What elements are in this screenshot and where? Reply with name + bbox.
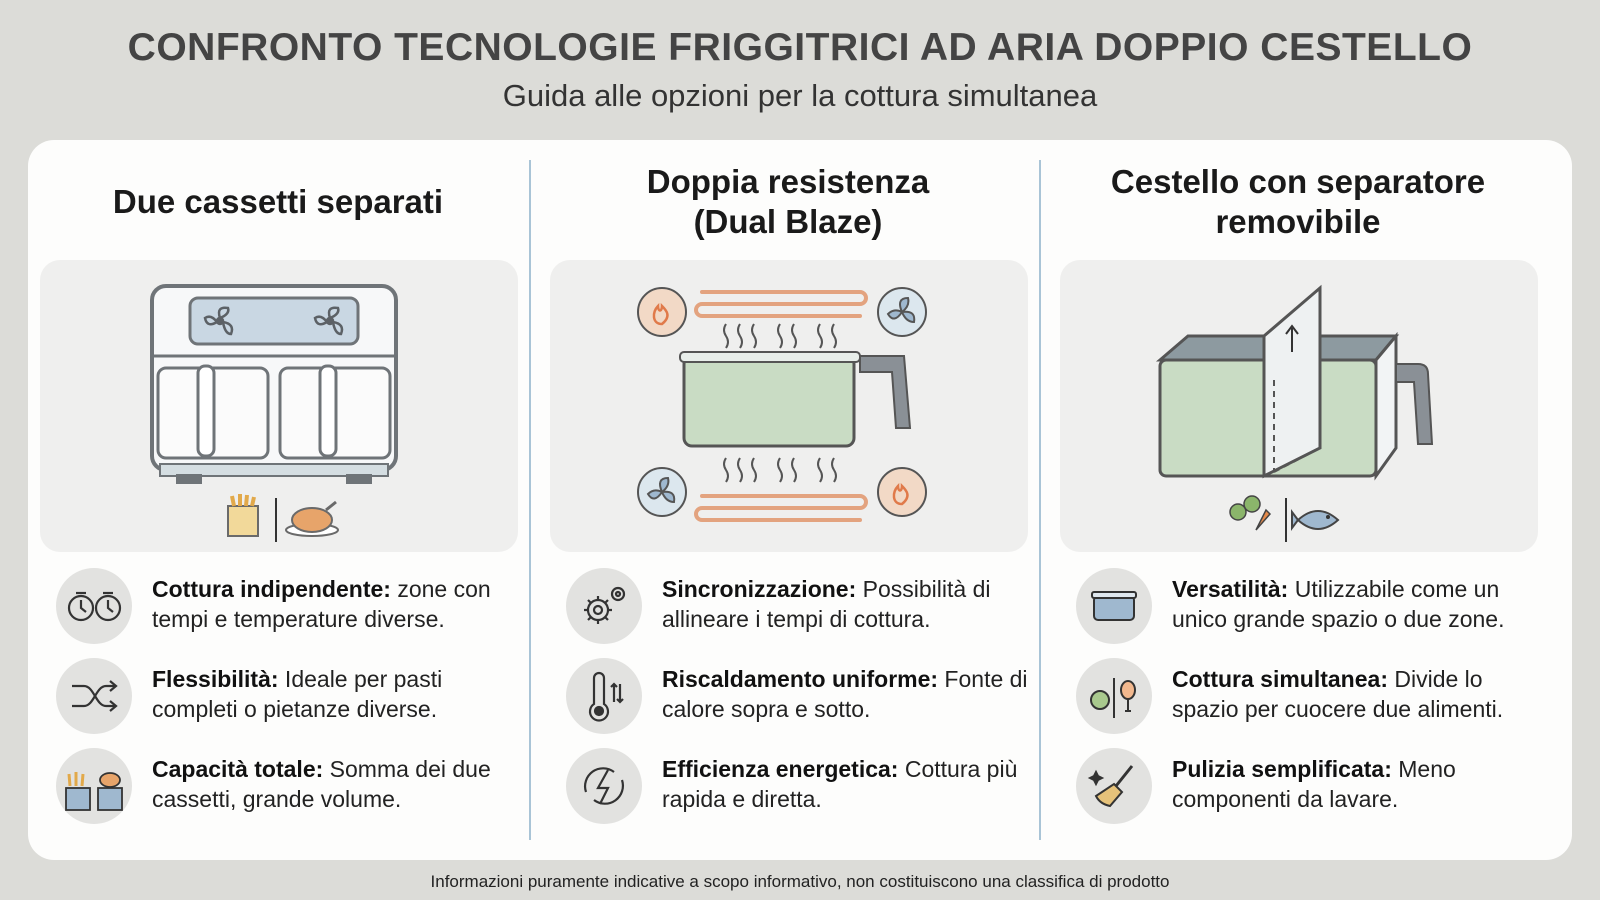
single-basket-icon (1076, 568, 1152, 644)
feature-item: Versatilità: Utilizzabile come un unico … (1076, 568, 1546, 646)
feature-title: Efficienza energetica: (662, 756, 899, 782)
feature-title: Cottura simultanea: (1172, 666, 1388, 692)
vegetables-icon (1229, 495, 1272, 531)
column-divider-1 (529, 160, 531, 840)
column-divider-2 (1039, 160, 1041, 840)
feature-title: Pulizia semplificata: (1172, 756, 1392, 782)
feature-title: Cottura indipendente: (152, 576, 391, 602)
feature-item: Cottura indipendente: zone con tempi e t… (56, 568, 526, 646)
feature-item: Sincronizzazione: Possibilità di allinea… (566, 568, 1036, 646)
fish-icon (1291, 509, 1340, 531)
roast-chicken-icon (285, 500, 339, 537)
fan-icon (203, 306, 344, 336)
fries-icon (227, 494, 259, 537)
column-removable-divider: Cestello con separatore removibile (1048, 140, 1548, 860)
feature-text: Possibilità di allineare i tempi di cott… (662, 576, 991, 632)
feature-title: Riscaldamento uniforme: (662, 666, 939, 692)
feature-text: zone con tempi e temperature diverse. (152, 576, 491, 632)
feature-item: Pulizia semplificata: Meno componenti da… (1076, 748, 1546, 826)
two-timers-icon (56, 568, 132, 644)
feature-text: Divide lo spazio per cuocere due aliment… (1172, 666, 1504, 722)
page-title: CONFRONTO TECNOLOGIE FRIGGITRICI AD ARIA… (127, 26, 1473, 69)
feature-title: Capacità totale: (152, 756, 324, 782)
basket-with-divider-illustration (1060, 260, 1538, 552)
shuffle-icon (56, 658, 132, 734)
feature-item: Capacità totale: Somma dei due cassetti,… (56, 748, 526, 826)
flame-icon (637, 287, 927, 517)
page-subtitle: Guida alle opzioni per la cottura simult… (502, 78, 1098, 113)
cleaning-brush-icon (1076, 748, 1152, 824)
apple-drumstick-icon (1076, 658, 1152, 734)
thermometer-icon (566, 658, 642, 734)
feature-item: Efficienza energetica: Cottura più rapid… (566, 748, 1036, 826)
dual-drawer-air-fryer-illustration (40, 260, 518, 552)
feature-item: Cottura simultanea: Divide lo spazio per… (1076, 658, 1546, 736)
feature-text: Meno componenti da lavare. (1172, 756, 1456, 812)
gears-icon (566, 568, 642, 644)
column-title: Doppia resistenza (Dual Blaze) (646, 163, 930, 240)
feature-item: Riscaldamento uniforme: Fonte di calore … (566, 658, 1036, 736)
feature-text: Utilizzabile come un unico grande spazio… (1172, 576, 1505, 632)
fan-icon (637, 287, 927, 517)
feature-text: Ideale per pasti completi o pietanze div… (152, 666, 443, 722)
footer-disclaimer: Informazioni puramente indicative a scop… (430, 872, 1170, 891)
feature-title: Flessibilità: (152, 666, 279, 692)
feature-title: Sincronizzazione: (662, 576, 857, 602)
column-title: Due cassetti separati (112, 183, 444, 220)
feature-text: Cottura più rapida e diretta. (662, 756, 1018, 812)
feature-text: Fonte di calore sopra e sotto. (662, 666, 1028, 722)
feature-title: Versatilità: (1172, 576, 1289, 602)
feature-item: Flessibilità: Ideale per pasti completi … (56, 658, 526, 736)
fries-chicken-baskets-icon (56, 748, 132, 824)
column-dual-blaze: Doppia resistenza (Dual Blaze) (538, 140, 1038, 860)
feature-text: Somma dei due cassetti, grande volume. (152, 756, 491, 812)
energy-icon (566, 748, 642, 824)
column-title: Cestello con separatore removibile (1110, 163, 1486, 240)
column-dual-drawer: Due cassetti separati (28, 140, 528, 860)
dual-heating-element-illustration (550, 260, 1028, 552)
